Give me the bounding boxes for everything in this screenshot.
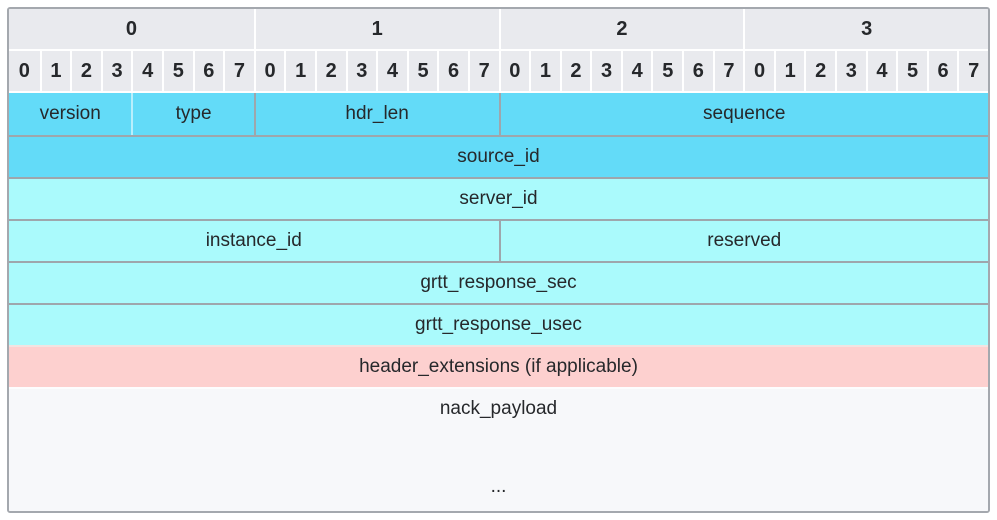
field-row: grtt_response_sec [9,261,988,303]
field-row: server_id [9,177,988,219]
byte-header-cell: 0 [9,9,254,49]
bit-header-cell: 7 [467,51,499,91]
field-grtt-response-sec: grtt_response_sec [9,263,988,303]
bit-header-cell: 3 [100,51,132,91]
field-hdr-len: hdr_len [253,93,499,135]
bit-header-cell: 6 [682,51,713,91]
bit-header-cell: 7 [957,51,988,91]
bit-header-cell: 6 [192,51,224,91]
bit-header-cell: 3 [345,51,377,91]
bit-header-cell: 7 [712,51,744,91]
field-sequence: sequence [498,93,988,135]
field-type: type [131,93,254,135]
bit-header-cell: 5 [406,51,438,91]
field-row: grtt_response_usec [9,303,988,345]
field-row: header_extensions (if applicable) [9,345,988,387]
bit-header-cell: 3 [590,51,621,91]
field-header-extensions-if-applicable: header_extensions (if applicable) [9,347,988,387]
field-server-id: server_id [9,179,988,219]
bit-header-cell: 0 [253,51,285,91]
bit-header-cell: 0 [9,51,40,91]
field-row: nack_payload... [9,387,988,511]
bit-header-cell: 2 [70,51,101,91]
ellipsis-label: ... [490,476,507,497]
bit-header-cell: 0 [743,51,774,91]
field-nack-payload: nack_payload... [9,389,988,511]
bit-header-cell: 3 [835,51,866,91]
bit-header-cell: 0 [498,51,530,91]
field-instance-id: instance_id [9,221,499,261]
bit-header-cell: 4 [131,51,162,91]
bit-header-cell: 1 [39,51,71,91]
field-row: source_id [9,135,988,177]
field-label: nack_payload [439,398,558,419]
bit-header-cell: 1 [284,51,315,91]
bit-header-cell: 4 [376,51,407,91]
bit-header-cell: 2 [804,51,836,91]
field-grtt-response-usec: grtt_response_usec [9,305,988,345]
bit-header-cell: 1 [529,51,560,91]
bit-header-cell: 4 [865,51,897,91]
bit-header-cell: 1 [773,51,805,91]
bit-header-cell: 5 [161,51,193,91]
bit-header-cell: 2 [559,51,591,91]
bit-header-cell: 5 [651,51,683,91]
bit-header-cell: 6 [926,51,958,91]
byte-header-cell: 1 [253,9,499,49]
bit-header-cell: 7 [223,51,254,91]
bit-header-cell: 2 [314,51,346,91]
field-reserved: reserved [498,221,988,261]
bit-header-cell: 5 [896,51,927,91]
byte-header-cell: 3 [743,9,988,49]
bit-header-cell: 4 [620,51,652,91]
field-version: version [9,93,132,135]
field-source-id: source_id [9,137,988,177]
bit-header-cell: 6 [437,51,468,91]
byte-header-cell: 2 [498,9,744,49]
